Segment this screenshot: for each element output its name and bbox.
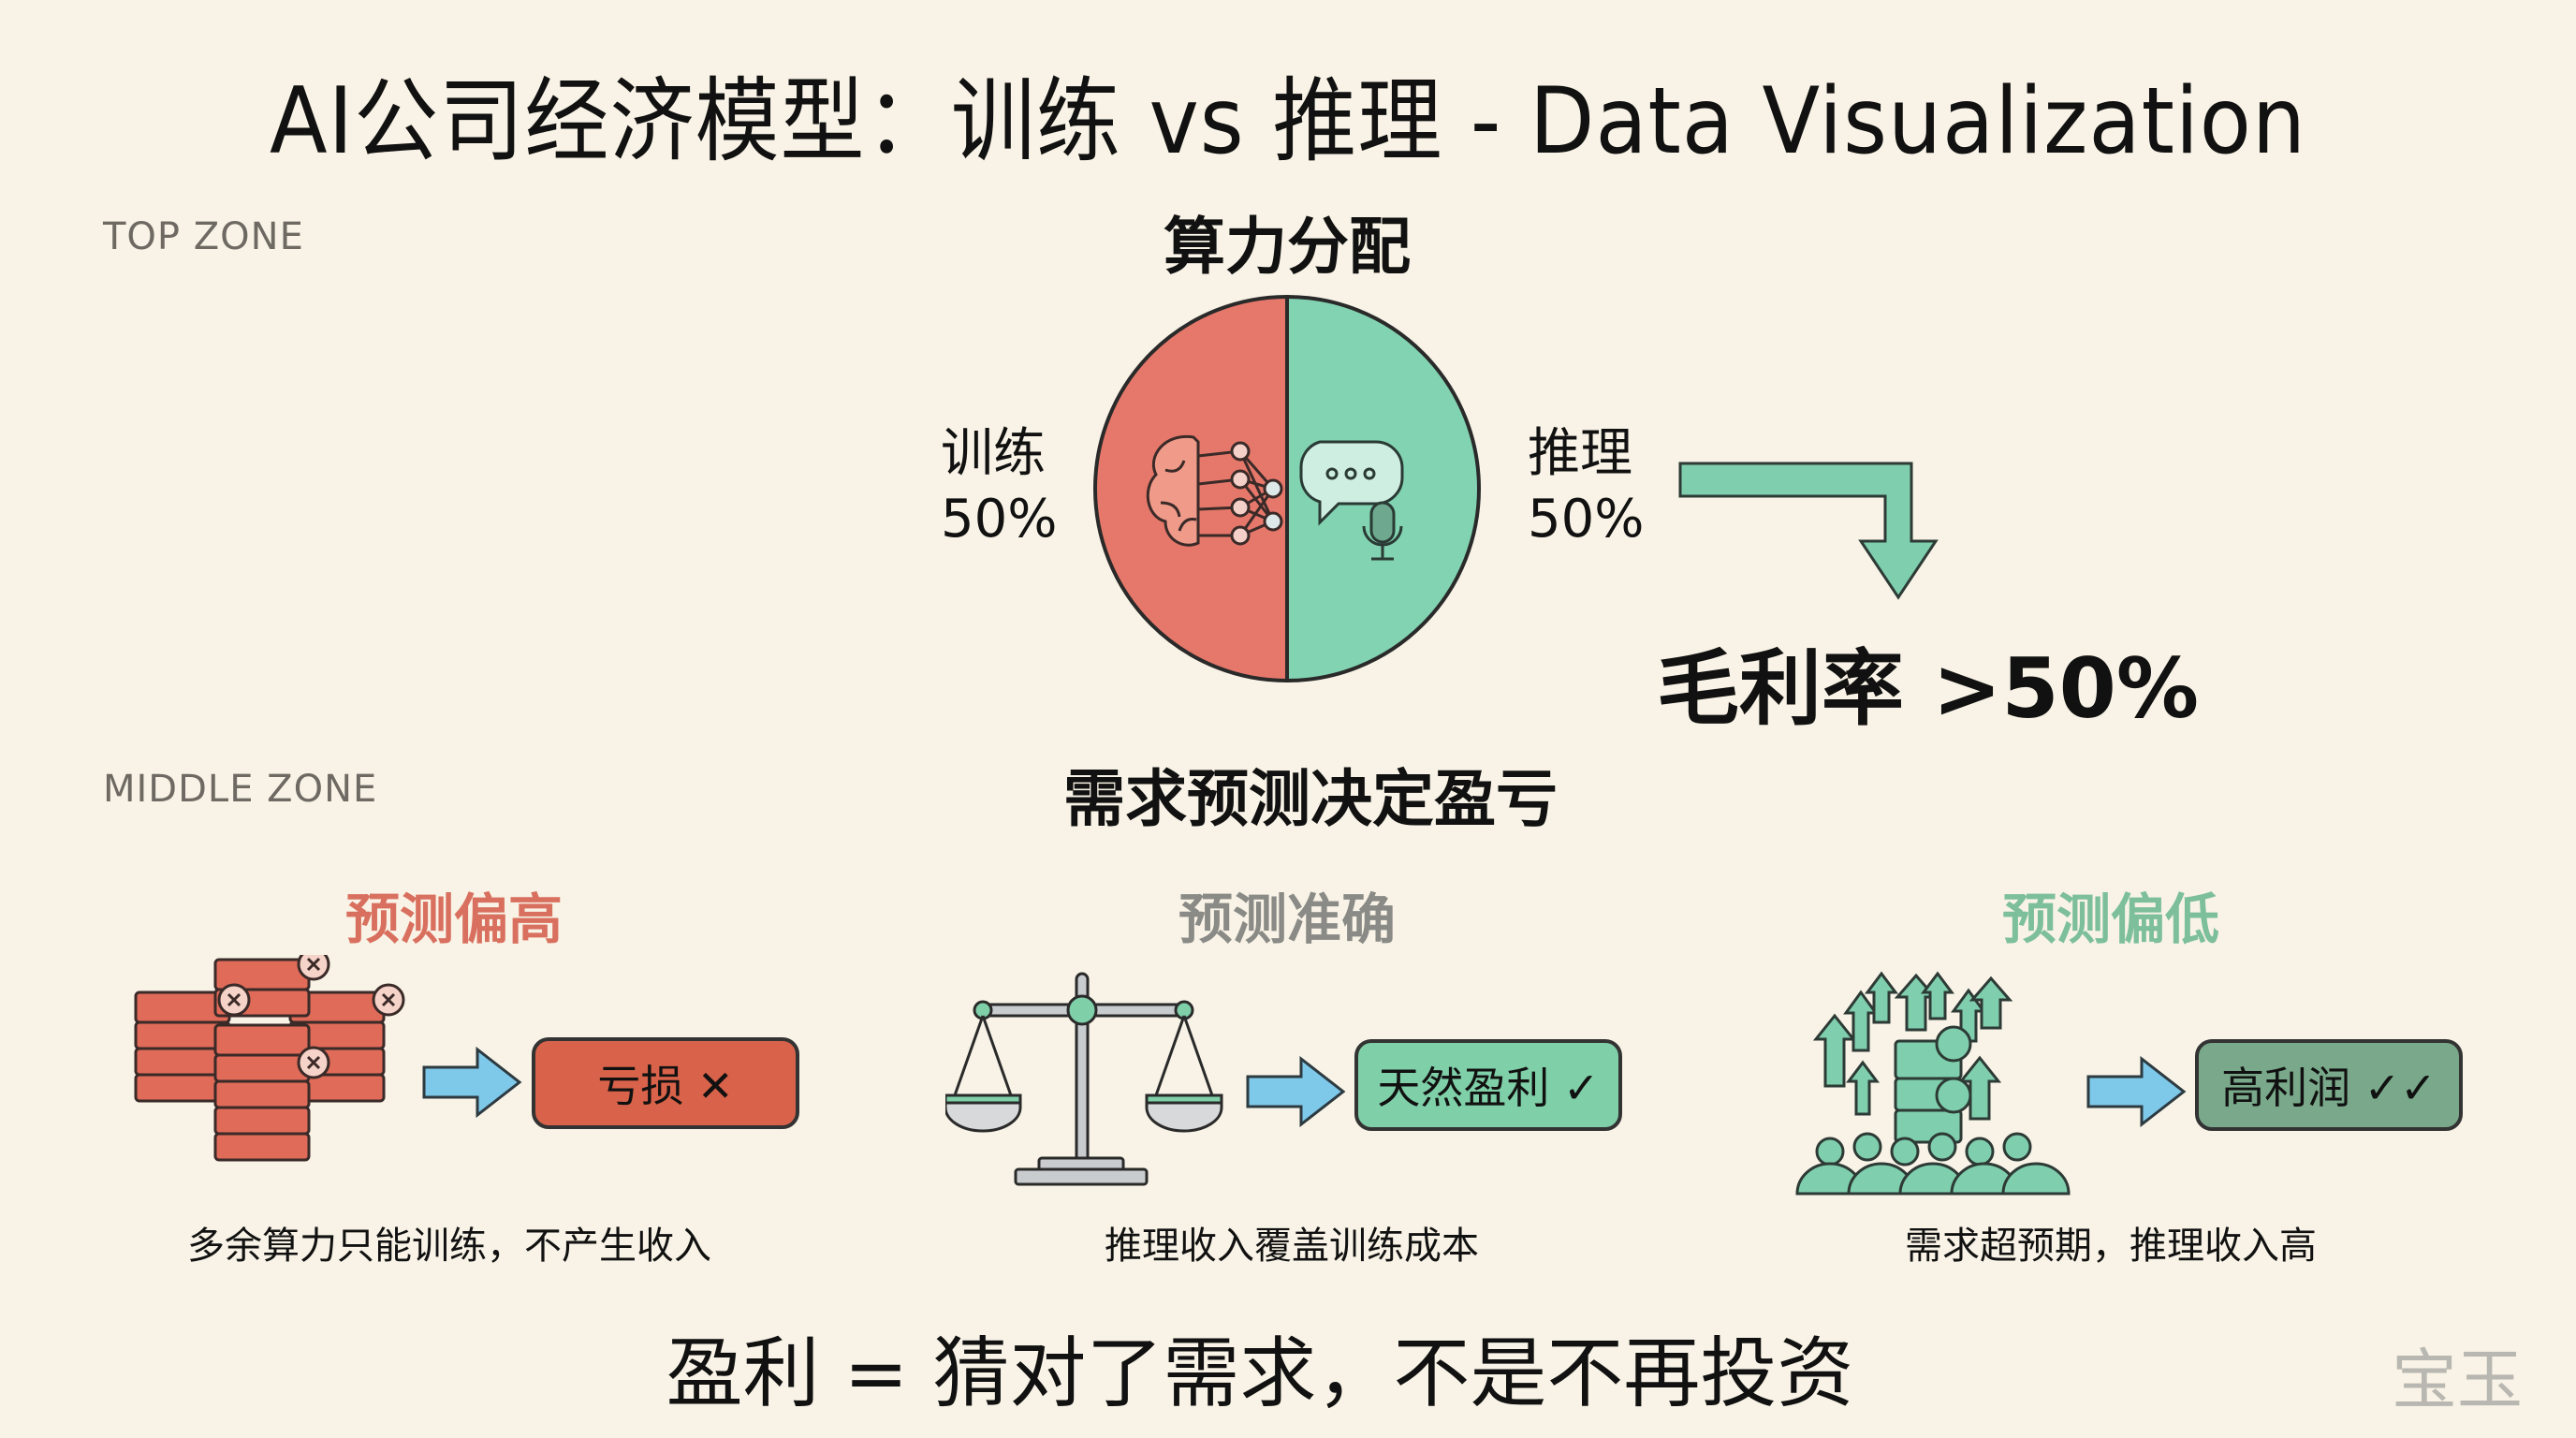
watermark: 宝玉 (2392, 1342, 2523, 1418)
case-overestimate-caption: 多余算力只能训练，不产生收入 (187, 1225, 711, 1268)
compute-pie-chart (1093, 294, 1481, 683)
training-label: 训练 50% (941, 421, 1057, 552)
middle-zone-label: MIDDLE ZONE (103, 768, 378, 811)
demand-forecast-title: 需求预测决定盈亏 (1063, 763, 1558, 835)
elbow-arrow-down-icon (1678, 462, 1939, 600)
conclusion-text: 盈利 = 猜对了需求，不是不再投资 (666, 1329, 1854, 1418)
brain-network-icon (1146, 434, 1283, 547)
inference-label-text: 推理 (1528, 423, 1632, 484)
case-underestimate-title: 预测偏低 (2001, 888, 2219, 951)
top-zone-label: TOP ZONE (103, 215, 304, 258)
case-accurate-caption: 推理收入覆盖训练成本 (1105, 1225, 1479, 1268)
case-overestimate-title: 预测偏高 (344, 888, 563, 951)
gross-margin-text: 毛利率 >50% (1657, 640, 2200, 737)
inference-label: 推理 50% (1528, 421, 1644, 552)
balance-scale-icon (945, 972, 1223, 1186)
page-title: AI公司经济模型：训练 vs 推理 - Data Visualization (270, 68, 2306, 175)
inference-value: 50% (1528, 489, 1645, 550)
loss-result-badge: 亏损 ✕ (532, 1037, 799, 1129)
training-value: 50% (941, 489, 1058, 550)
arrow-right-icon (2086, 1056, 2187, 1127)
case-accurate-title: 预测准确 (1178, 888, 1396, 951)
high-profit-result-badge: 高利润 ✓✓ (2195, 1039, 2463, 1131)
natural-profit-result-badge: 天然盈利 ✓ (1354, 1039, 1622, 1131)
compute-allocation-title: 算力分配 (1164, 211, 1411, 283)
case-underestimate-caption: 需求超预期，推理收入高 (1905, 1225, 2317, 1268)
servers-error-icon (134, 955, 405, 1162)
chat-microphone-icon (1299, 440, 1404, 561)
training-label-text: 训练 (941, 423, 1046, 484)
arrow-right-icon (422, 1047, 522, 1118)
server-growth-crowd-icon (1795, 971, 2071, 1196)
arrow-right-icon (1246, 1056, 1346, 1127)
